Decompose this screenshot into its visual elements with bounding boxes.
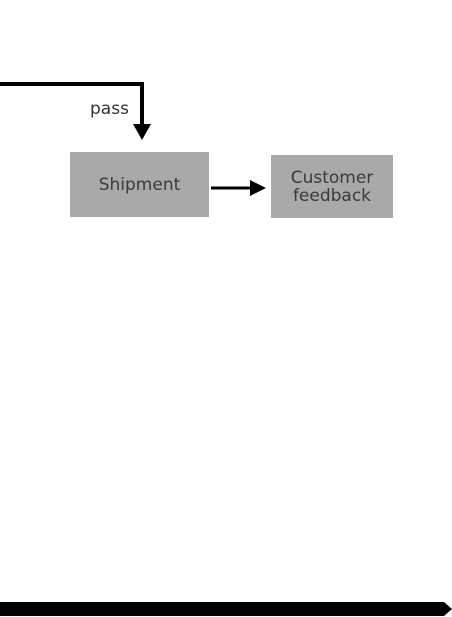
customer-feedback-node: Customer feedback bbox=[271, 155, 393, 218]
shipment-node: Shipment bbox=[70, 152, 209, 217]
pass-label: pass bbox=[90, 99, 129, 119]
pass-connector bbox=[0, 82, 144, 128]
timeline-arrow-bar bbox=[0, 602, 452, 616]
shipment-to-feedback-arrowhead bbox=[250, 180, 266, 196]
pass-arrowhead bbox=[133, 124, 151, 140]
shipment-node-label: Shipment bbox=[98, 174, 181, 195]
customer-feedback-node-label: Customer feedback bbox=[290, 167, 374, 206]
